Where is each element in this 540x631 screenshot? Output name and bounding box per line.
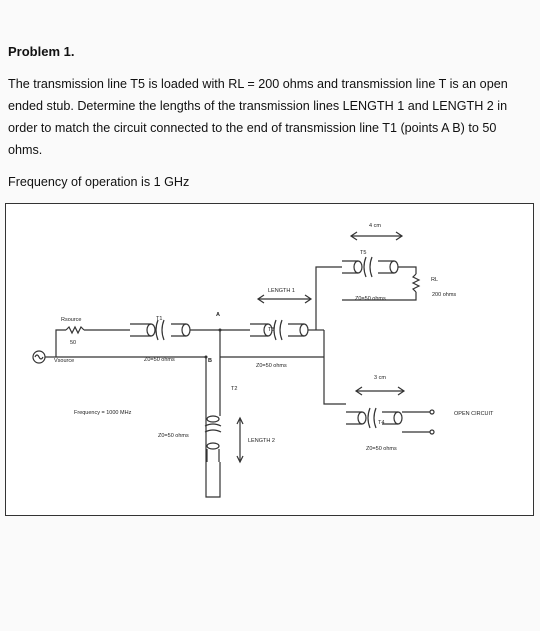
t4-label: T4: [378, 420, 384, 426]
resistor-rl-icon: [411, 273, 421, 293]
point-a-label: A: [216, 312, 220, 318]
transmission-line-t2: [204, 415, 222, 498]
circuit-diagram: Rsource 50 Vsource Frequency = 1000 MHz …: [32, 223, 494, 498]
t5-impedance-label: Z0=50 ohms: [355, 296, 386, 302]
open-terminal-top: [429, 409, 435, 415]
problem-heading: Problem 1.: [8, 44, 75, 59]
t1-label: T1: [156, 316, 162, 322]
problem-statement: Problem 1. The transmission line T5 is l…: [8, 44, 532, 189]
length1-label: LENGTH 1: [268, 288, 295, 294]
transmission-line-t3: [250, 319, 309, 341]
problem-paragraph: The transmission line T5 is loaded with …: [8, 77, 508, 157]
rsource-value: 50: [70, 340, 76, 346]
open-circuit-label: OPEN CIRCUIT: [454, 411, 494, 417]
sine-wave-icon: [34, 354, 44, 360]
t2-impedance-label: Z0=50 ohms: [158, 433, 189, 439]
rl-value-label: 200 ohms: [432, 292, 456, 298]
frequency-label: Frequency = 1000 MHz: [74, 410, 132, 416]
rl-label: RL: [431, 277, 438, 283]
length2-label: LENGTH 2: [248, 438, 275, 444]
transmission-line-t1: [130, 319, 191, 341]
transmission-line-t5: [342, 256, 399, 278]
open-terminal-bottom: [429, 429, 435, 435]
transmission-line-t4: [346, 407, 403, 429]
resistor-rsource-icon: [65, 325, 85, 335]
circuit-figure: Rsource 50 Vsource Frequency = 1000 MHz …: [5, 203, 534, 516]
vsource-label: Vsource: [54, 358, 74, 364]
point-b-label: B: [208, 358, 212, 364]
t5-label: T5: [360, 250, 366, 256]
t3-impedance-label: Z0=50 ohms: [256, 363, 287, 369]
t3-label: T3: [268, 327, 274, 333]
t5-length-label: 4 cm: [369, 223, 381, 229]
t4-length-label: 3 cm: [374, 375, 386, 381]
t1-impedance-label: Z0=50 ohms: [144, 357, 175, 363]
frequency-statement: Frequency of operation is 1 GHz: [8, 175, 190, 189]
rsource-label: Rsource: [61, 317, 81, 323]
t4-impedance-label: Z0=50 ohms: [366, 446, 397, 452]
t2-label: T2: [231, 386, 237, 392]
